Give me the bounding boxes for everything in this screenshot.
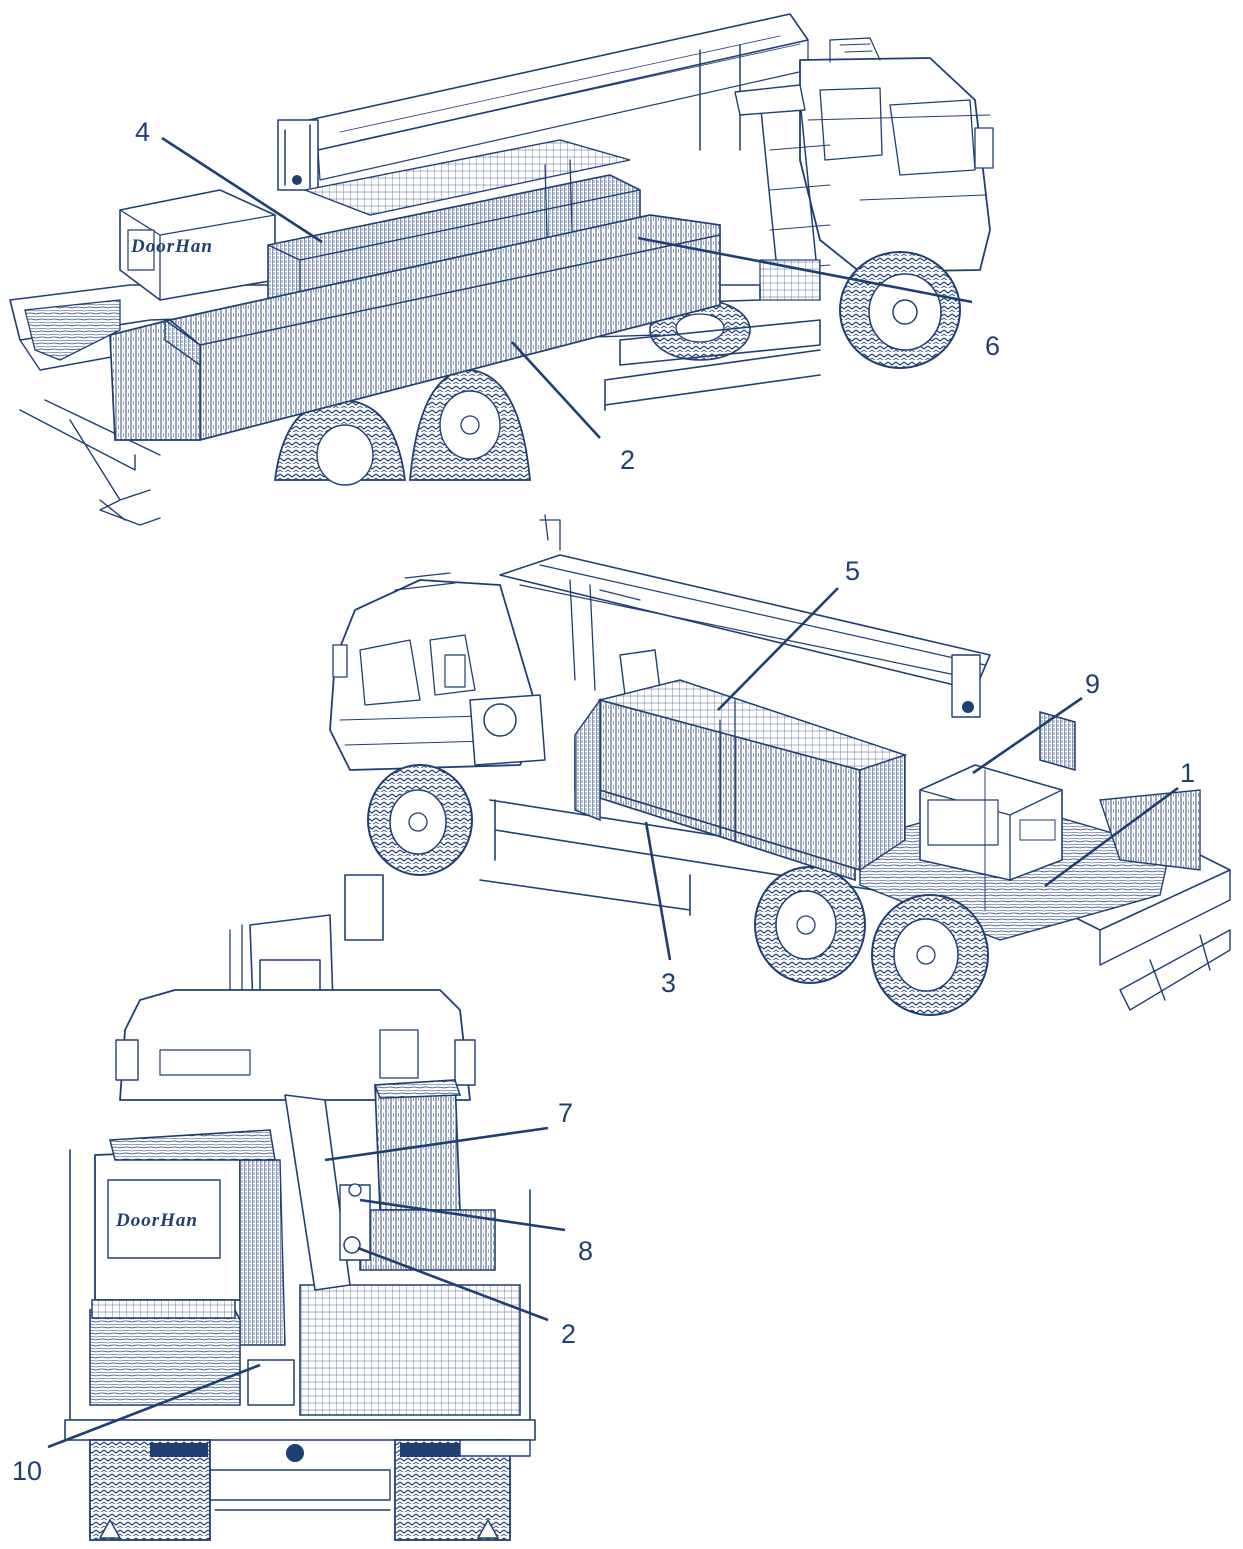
bottom-doorhan-box: DoorHan <box>94 1149 286 1346</box>
top-crane-boom <box>277 13 809 191</box>
top-callouts: 4 6 2 <box>135 117 1000 475</box>
callout-6-label: 6 <box>985 331 1000 361</box>
middle-rear-wheels <box>754 866 989 1016</box>
callout-8-label: 8 <box>578 1236 593 1266</box>
doorhan-brand: DoorHan <box>115 1210 198 1231</box>
top-crane-column <box>699 44 831 301</box>
middle-front-wheel <box>367 764 473 876</box>
middle-truck-view: 5 9 1 3 <box>329 514 1231 1016</box>
callout-3-label: 3 <box>661 968 676 998</box>
top-front-wheel <box>839 251 961 369</box>
callout-2b-label: 2 <box>561 1319 576 1349</box>
callout-1-label: 1 <box>1180 758 1195 788</box>
callout-2-label: 2 <box>620 445 635 475</box>
callout-7-label: 7 <box>558 1098 573 1128</box>
bottom-truck-cab <box>115 989 476 1101</box>
bottom-callouts: 7 8 2 10 <box>12 1098 593 1486</box>
bottom-flatbed <box>64 1149 536 1511</box>
callout-5-label: 5 <box>845 556 860 586</box>
middle-panel-pack-main <box>574 679 908 882</box>
top-truck-view: DoorHan 4 6 2 <box>9 13 1000 526</box>
bottom-rear-tires <box>89 1439 531 1541</box>
bottom-panel-pack-right <box>299 1079 521 1416</box>
bottom-truck-view: DoorHan <box>12 874 593 1541</box>
middle-panel-pack-back <box>1039 711 1201 871</box>
top-doorhan-box: DoorHan <box>119 189 276 301</box>
middle-engine-block <box>469 579 661 766</box>
top-truck-cab <box>799 37 994 273</box>
middle-crane-boom <box>499 514 991 718</box>
bottom-panel-pack-left <box>89 1129 295 1406</box>
bottom-crane-arm <box>284 1094 371 1291</box>
middle-doorhan-box <box>919 764 1063 911</box>
callout-10-label: 10 <box>12 1456 42 1486</box>
callout-4-label: 4 <box>135 117 150 147</box>
middle-callouts: 5 9 1 3 <box>644 556 1195 998</box>
callout-9-label: 9 <box>1085 669 1100 699</box>
svg-text:DoorHan: DoorHan <box>130 236 213 257</box>
top-panel-pack-lower <box>109 214 721 441</box>
